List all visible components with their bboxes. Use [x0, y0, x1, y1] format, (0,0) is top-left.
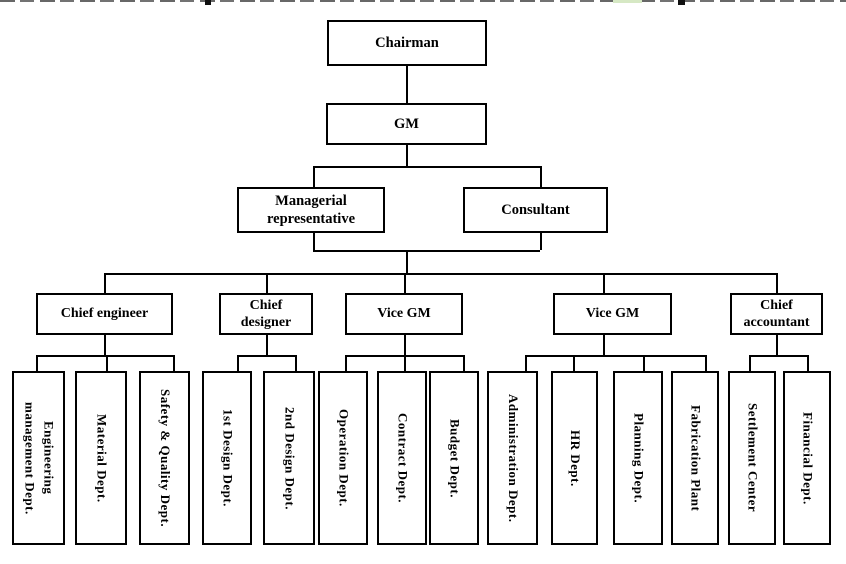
- dept-2nd-design: 2nd Design Dept.: [263, 371, 315, 545]
- connector-line: [463, 355, 465, 371]
- node-gm: GM: [326, 103, 487, 145]
- connector-line: [525, 355, 705, 357]
- connector-line: [173, 355, 175, 371]
- connector-line: [404, 273, 406, 293]
- connector-line: [345, 355, 347, 371]
- connector-line: [807, 355, 809, 371]
- cropped-glyph-tick: [678, 0, 685, 5]
- connector-line: [313, 233, 315, 250]
- cropped-glyph-tick: [205, 0, 211, 5]
- dept-settlement-center: Settlement Center: [728, 371, 776, 545]
- node-consultant: Consultant: [463, 187, 608, 233]
- connector-line: [266, 335, 268, 355]
- dept-engineering-management: Engineering management Dept.: [12, 371, 65, 545]
- connector-line: [540, 233, 542, 250]
- connector-line: [603, 273, 605, 293]
- connector-line: [104, 273, 106, 293]
- connector-line: [36, 355, 38, 371]
- cropped-text-remnant: [0, 0, 846, 2]
- connector-line: [104, 335, 106, 355]
- connector-line: [573, 355, 575, 371]
- branch-vice-gm-2: Vice GM: [553, 293, 672, 335]
- dept-financial: Financial Dept.: [783, 371, 831, 545]
- cropped-highlight-mark: [613, 0, 642, 3]
- connector-line: [404, 355, 406, 371]
- connector-line: [540, 166, 542, 187]
- branch-vice-gm-1: Vice GM: [345, 293, 463, 335]
- connector-line: [749, 355, 807, 357]
- dept-material: Material Dept.: [75, 371, 127, 545]
- connector-line: [266, 273, 268, 293]
- dept-safety-quality: Safety & Quality Dept.: [139, 371, 190, 545]
- branch-chief-designer: Chief designer: [219, 293, 313, 335]
- connector-line: [237, 355, 239, 371]
- node-managerial-representative: Managerial representative: [237, 187, 385, 233]
- connector-line: [705, 355, 707, 371]
- dept-operation: Operation Dept.: [318, 371, 368, 545]
- connector-line: [404, 335, 406, 355]
- connector-line: [525, 355, 527, 371]
- connector-line: [313, 166, 540, 168]
- node-chairman: Chairman: [327, 20, 487, 66]
- connector-line: [749, 355, 751, 371]
- connector-line: [643, 355, 645, 371]
- connector-line: [406, 250, 408, 273]
- dept-fabrication-plant: Fabrication Plant: [671, 371, 719, 545]
- connector-line: [603, 335, 605, 355]
- dept-planning: Planning Dept.: [613, 371, 663, 545]
- branch-chief-accountant: Chief accountant: [730, 293, 823, 335]
- dept-1st-design: 1st Design Dept.: [202, 371, 252, 545]
- connector-line: [295, 355, 297, 371]
- dept-contract: Contract Dept.: [377, 371, 427, 545]
- dept-administration: Administration Dept.: [487, 371, 538, 545]
- connector-line: [36, 355, 173, 357]
- connector-line: [406, 66, 408, 103]
- branch-chief-engineer: Chief engineer: [36, 293, 173, 335]
- dept-budget: Budget Dept.: [429, 371, 479, 545]
- connector-line: [776, 273, 778, 293]
- connector-line: [104, 273, 777, 275]
- connector-line: [313, 250, 540, 252]
- connector-line: [776, 335, 778, 355]
- connector-line: [237, 355, 295, 357]
- connector-line: [106, 355, 108, 371]
- connector-line: [313, 166, 315, 187]
- dept-hr: HR Dept.: [551, 371, 598, 545]
- connector-line: [406, 145, 408, 166]
